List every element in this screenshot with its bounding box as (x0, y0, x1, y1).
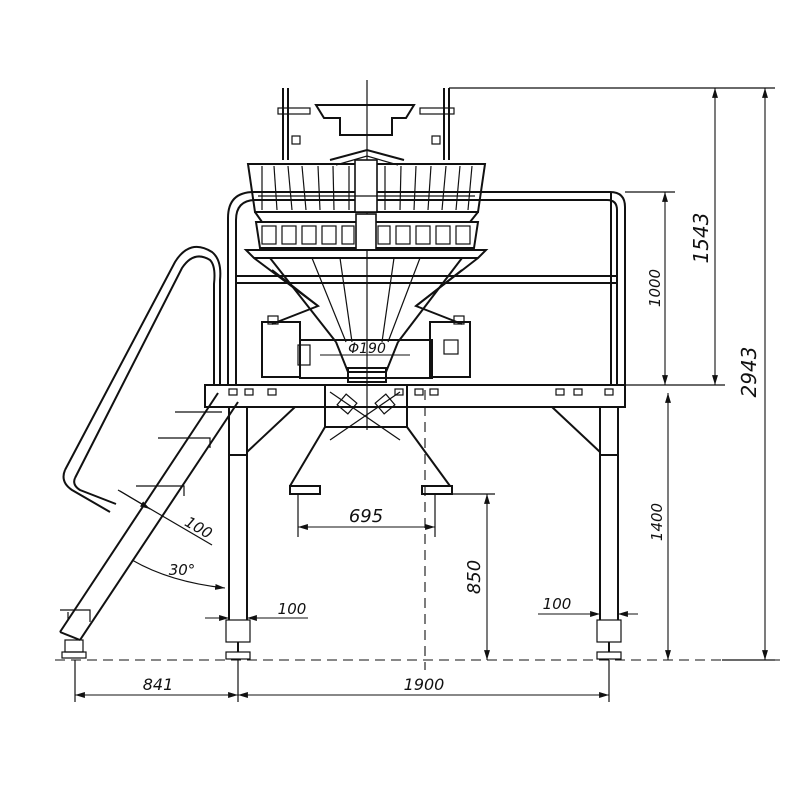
vibrator-cone (329, 148, 405, 166)
dim-1900: 1900 (238, 660, 610, 702)
dim-1000: 1000 (625, 191, 675, 385)
dim-leg-left-label: 100 (278, 600, 307, 618)
weigh-buckets (254, 213, 480, 251)
left-leg (225, 406, 296, 660)
guard-railing (227, 191, 626, 385)
dim-1400: 1400 (648, 393, 671, 660)
dim-841: 841 (74, 660, 239, 702)
dim-phi190: Φ190 (320, 341, 410, 357)
dim-850-label: 850 (464, 560, 485, 594)
dim-1000-label: 1000 (646, 269, 664, 307)
dim-1900-label: 1900 (404, 675, 445, 694)
dim-2943-label: 2943 (737, 347, 761, 398)
dim-leg-right-label: 100 (543, 595, 572, 613)
dim-step-100: 100 (117, 489, 216, 546)
dim-695: 695 (297, 494, 436, 537)
dim-1543: 1543 (625, 88, 725, 386)
stair-ladder (59, 245, 239, 659)
dim-leg-left-100: 100 (205, 600, 308, 621)
dim-841-label: 841 (143, 675, 174, 694)
dim-leg-right-100: 100 (538, 595, 638, 617)
dim-1543-label: 1543 (689, 213, 713, 264)
dim-1400-label: 1400 (648, 503, 666, 541)
right-leg (551, 406, 622, 660)
platform-frame (204, 384, 626, 408)
dim-phi190-label: Φ190 (348, 341, 386, 357)
dim-angle-30: 30° (131, 559, 226, 590)
feed-buckets (246, 159, 487, 223)
dim-step-100-label: 100 (182, 513, 216, 543)
discharge-chute (289, 384, 453, 495)
dim-695-label: 695 (349, 506, 383, 527)
dim-angle-label: 30° (169, 561, 196, 579)
dim-850: 850 (452, 493, 495, 660)
feed-funnel (277, 87, 720, 160)
collecting-funnel (243, 249, 489, 343)
dim-2943: 2943 (720, 87, 775, 661)
base-housing (261, 315, 471, 383)
